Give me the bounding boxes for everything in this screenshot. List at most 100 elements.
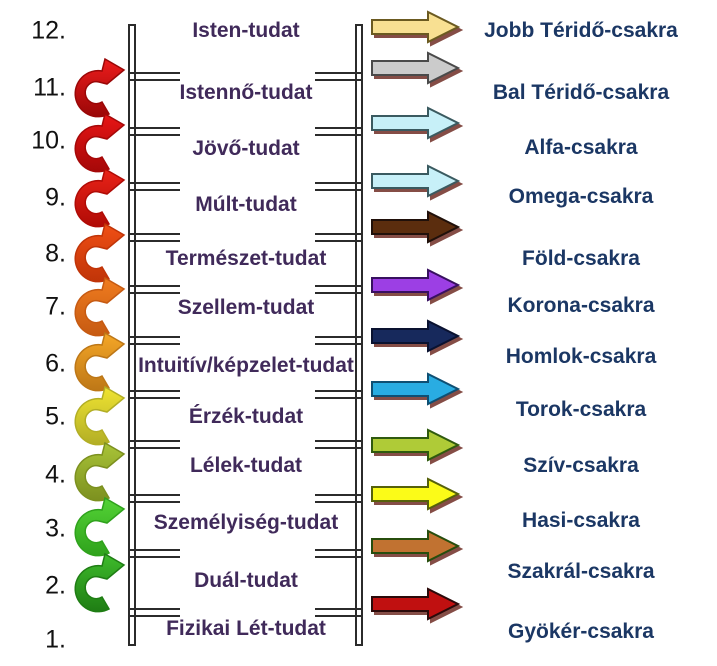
- consciousness-label: Lélek-tudat: [189, 453, 302, 477]
- arrow-shape: [371, 477, 461, 511]
- level-number: 7.: [45, 292, 66, 321]
- straight-arrow: [371, 106, 461, 140]
- ladder-rung-right: [315, 390, 363, 399]
- ladder-rung-right: [315, 336, 363, 345]
- spiral-arrow: [74, 496, 126, 557]
- arrow-shape: [371, 164, 461, 198]
- arrow-shape: [371, 10, 461, 44]
- ladder-rung-right: [315, 549, 363, 558]
- ladder-rung-left: [130, 336, 180, 345]
- ladder-rung-left: [130, 233, 180, 242]
- straight-arrow: [371, 319, 461, 353]
- ladder-rung-left: [130, 72, 180, 81]
- arrow-shape: [371, 587, 461, 621]
- arrow-shape: [371, 106, 461, 140]
- consciousness-label: Személyiség-tudat: [153, 510, 339, 534]
- consciousness-label: Intuitív/képzelet-tudat: [138, 353, 354, 377]
- consciousness-label: Természet-tudat: [165, 246, 327, 270]
- level-number: 3.: [45, 514, 66, 543]
- ladder-rung-left: [130, 608, 180, 617]
- straight-arrow: [371, 587, 461, 621]
- straight-arrow: [371, 428, 461, 462]
- spiral-arrow: [74, 57, 126, 118]
- ladder-rail-right: [355, 24, 363, 646]
- level-number: 5.: [45, 402, 66, 431]
- level-number: 12.: [31, 16, 66, 45]
- spiral-arrow-shape: [74, 167, 126, 228]
- ladder-rung-right: [315, 233, 363, 242]
- consciousness-label: Fizikai Lét-tudat: [166, 616, 326, 640]
- arrow-shape: [371, 268, 461, 302]
- spiral-arrow: [74, 441, 126, 502]
- straight-arrow: [371, 268, 461, 302]
- ladder-rail-left: [128, 24, 136, 646]
- chakra-label: Torok-csakra: [515, 398, 647, 421]
- chakra-label: Szakrál-csakra: [507, 560, 655, 583]
- consciousness-label: Múlt-tudat: [195, 192, 297, 216]
- arrow-shape: [371, 210, 461, 244]
- ladder-rung-right: [315, 494, 363, 503]
- spiral-arrow: [74, 222, 126, 283]
- spiral-arrow-shape: [74, 331, 126, 392]
- straight-arrow: [371, 372, 461, 406]
- chakra-label: Hasi-csakra: [522, 509, 640, 532]
- ladder-rung-right: [315, 182, 363, 191]
- arrow-shape: [371, 428, 461, 462]
- ladder-rung-right: [315, 608, 363, 617]
- spiral-arrow-shape: [74, 112, 126, 173]
- spiral-arrow: [74, 331, 126, 392]
- chakra-label: Alfa-csakra: [524, 136, 638, 159]
- chakra-label: Omega-csakra: [508, 185, 654, 208]
- spiral-arrow-shape: [74, 57, 126, 118]
- spiral-arrow: [74, 552, 126, 613]
- ladder-rung-left: [130, 549, 180, 558]
- ladder-rung-right: [315, 440, 363, 449]
- spiral-arrow-shape: [74, 222, 126, 283]
- spiral-arrow-shape: [74, 276, 126, 337]
- chakra-label: Bal Téridő-csakra: [492, 81, 670, 104]
- spiral-arrow: [74, 112, 126, 173]
- ladder-rung-right: [315, 127, 363, 136]
- arrow-shape: [371, 372, 461, 406]
- consciousness-label: Duál-tudat: [194, 568, 298, 592]
- spiral-arrow: [74, 385, 126, 446]
- straight-arrow: [371, 10, 461, 44]
- level-number: 2.: [45, 571, 66, 600]
- level-number: 9.: [45, 183, 66, 212]
- consciousness-label: Szellem-tudat: [177, 295, 315, 319]
- ladder-rung-right: [315, 72, 363, 81]
- ladder-rung-left: [130, 285, 180, 294]
- ladder-rung-left: [130, 494, 180, 503]
- level-number: 4.: [45, 460, 66, 489]
- spiral-arrow: [74, 276, 126, 337]
- arrow-shape: [371, 319, 461, 353]
- consciousness-label: Jövő-tudat: [192, 136, 300, 160]
- level-number: 11.: [33, 73, 66, 102]
- arrow-shape: [371, 529, 461, 563]
- chakra-label: Korona-csakra: [507, 294, 655, 317]
- level-number: 10.: [31, 126, 66, 155]
- ladder-rung-left: [130, 127, 180, 136]
- level-number: 8.: [45, 239, 66, 268]
- chakra-label: Jobb Téridő-csakra: [484, 19, 678, 42]
- level-number: 1.: [45, 625, 66, 654]
- straight-arrow: [371, 51, 461, 85]
- ladder-rung-right: [315, 285, 363, 294]
- straight-arrow: [371, 164, 461, 198]
- ladder-rung-left: [130, 440, 180, 449]
- level-number: 6.: [45, 349, 66, 378]
- straight-arrow: [371, 529, 461, 563]
- spiral-arrow: [74, 167, 126, 228]
- ladder-rung-left: [130, 390, 180, 399]
- arrow-shape: [371, 51, 461, 85]
- chakra-label: Szív-csakra: [523, 454, 639, 477]
- straight-arrow: [371, 210, 461, 244]
- spiral-arrow-shape: [74, 496, 126, 557]
- consciousness-label: Isten-tudat: [192, 18, 300, 42]
- consciousness-label: Érzék-tudat: [188, 404, 304, 428]
- straight-arrow: [371, 477, 461, 511]
- spiral-arrow-shape: [74, 441, 126, 502]
- consciousness-label: Istennő-tudat: [179, 80, 313, 104]
- ladder-rung-left: [130, 182, 180, 191]
